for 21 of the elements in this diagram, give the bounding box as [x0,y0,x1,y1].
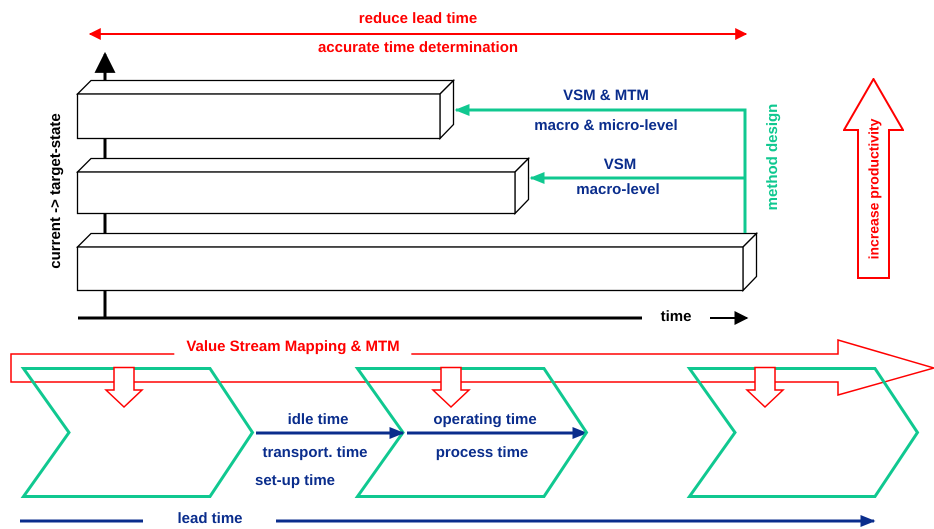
axis-label: current -> target-state [46,113,65,269]
annotation-text: set-up time [255,470,335,491]
block-arrow-text: increase productivity [864,118,882,259]
arrow [256,427,404,439]
edge-label: idle time [288,410,348,430]
annotation-text: transport. time [262,442,368,463]
annotation-text: process time [436,442,528,463]
block-arrow [104,366,144,408]
annotation-text: macro-level [576,180,660,200]
block-arrow [431,366,471,408]
annotation-text: accurate time determination [318,38,518,58]
edge-label: VSM & MTM [563,86,649,106]
arrow [530,172,746,233]
annotation-text: method design [762,104,782,210]
axis-label: time [660,306,692,327]
annotation-text: operating time [433,410,537,430]
block-arrow [745,366,785,408]
annotation-text: lead time [177,508,243,529]
annotation-text: macro & micro-level [534,116,678,136]
edge-label: VSM [604,154,636,175]
title-text: reduce lead time [358,8,478,29]
